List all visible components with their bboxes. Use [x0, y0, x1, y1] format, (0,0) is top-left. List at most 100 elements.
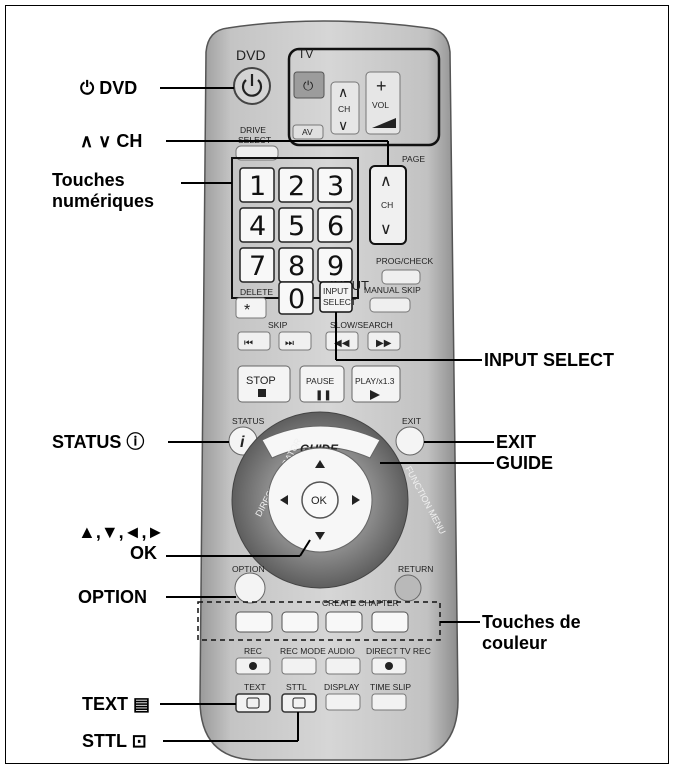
pause-icon: ❚❚ [315, 390, 332, 401]
pause-button[interactable] [299, 365, 345, 403]
return-button[interactable] [394, 574, 422, 602]
slow-search-label: SLOW/SEARCH [330, 320, 393, 330]
exit-button[interactable] [395, 426, 425, 456]
digit-button-6[interactable] [317, 207, 353, 243]
manual-skip-button[interactable] [369, 297, 411, 313]
vol-ramp-icon [372, 118, 396, 128]
yellow-button[interactable] [325, 611, 363, 633]
manual-skip-label: MANUAL SKIP [364, 285, 421, 295]
arrow-left-icon [280, 495, 288, 505]
power-dvd-callout: ⏻ DVD [80, 78, 138, 98]
page-ch-label: CH [381, 200, 393, 210]
page-label: PAGE [402, 154, 425, 164]
slow-back-button[interactable] [325, 331, 359, 351]
digit-label-7: 7 [249, 251, 266, 282]
digit-label-1: 1 [249, 171, 266, 202]
page-down-icon: ∨ [380, 221, 392, 238]
status-callout: STATUS ⓘ [52, 432, 145, 452]
stop-label: STOP [246, 375, 276, 387]
digit-button-3[interactable] [317, 167, 353, 203]
delete-button[interactable] [235, 297, 267, 319]
numeric-callout-line1: Touches [52, 170, 125, 190]
fast-forward-icon: ▶▶ [376, 338, 392, 349]
drive-select-button[interactable] [235, 145, 279, 161]
subtitle-icon [292, 697, 306, 709]
av-button[interactable] [292, 124, 324, 140]
option-button[interactable] [234, 572, 266, 604]
tv-power-button[interactable] [293, 71, 325, 99]
digit-button-1[interactable] [239, 167, 275, 203]
time-slip-button[interactable] [371, 693, 407, 711]
slow-forward-button[interactable] [367, 331, 401, 351]
exit-small-label: EXIT [402, 416, 421, 426]
digit-label-3: 3 [327, 171, 344, 202]
blue-button[interactable] [371, 611, 409, 633]
leader-lines [160, 87, 494, 742]
arrow-right-icon [352, 495, 360, 505]
green-button[interactable] [281, 611, 319, 633]
tv-ch-up-icon: ∧ [338, 84, 348, 100]
arrow-up-icon [315, 460, 325, 468]
digit-label-2: 2 [288, 171, 305, 202]
delete-label: DELETE [240, 287, 273, 297]
input-select-text-1: INPUT [323, 286, 349, 296]
digit-button-4[interactable] [239, 207, 275, 243]
play-button[interactable] [351, 365, 401, 403]
prog-check-button[interactable] [381, 269, 421, 285]
page-up-icon: ∧ [380, 173, 392, 190]
guide-button[interactable] [261, 425, 381, 459]
skip-forward-icon: ⏭ [285, 338, 294, 349]
digit-button-0[interactable] [278, 281, 314, 315]
sttl-small-label: STTL [286, 682, 307, 692]
arrow-down-icon [315, 532, 325, 540]
skip-label: SKIP [268, 320, 288, 330]
digit-button-2[interactable] [278, 167, 314, 203]
digit-button-7[interactable] [239, 247, 275, 283]
skip-back-button[interactable] [237, 331, 271, 351]
dvd-label: DVD [236, 47, 266, 63]
tv-power-icon: ⏻ [303, 78, 313, 93]
stop-icon [258, 389, 266, 397]
color-callout-line2: couleur [482, 633, 548, 653]
tv-vol-rocker[interactable] [365, 71, 401, 135]
rec-mode-label: REC MODE [280, 646, 326, 656]
time-slip-label: TIME SLIP [370, 682, 411, 692]
ok-button[interactable] [301, 481, 339, 519]
text-callout: TEXT ▤ [82, 694, 151, 714]
vol-label: VOL [372, 100, 389, 110]
dvd-power-icon [241, 74, 263, 97]
rec-label: REC [244, 646, 262, 656]
digit-label-5: 5 [288, 211, 305, 242]
ok-callout: OK [130, 543, 157, 563]
digit-label-0: 0 [288, 284, 305, 315]
direct-rec-icon [385, 662, 393, 670]
option-callout: OPTION [78, 587, 148, 607]
digit-label-6: 6 [327, 211, 344, 242]
vol-plus-icon: + [376, 76, 387, 96]
display-button[interactable] [325, 693, 361, 711]
audio-label: AUDIO [328, 646, 355, 656]
av-label: AV [302, 127, 313, 137]
tv-label: TV [298, 47, 313, 61]
audio-button[interactable] [325, 657, 361, 675]
exit-callout: EXIT [496, 432, 537, 452]
tv-ch-rocker[interactable] [330, 81, 360, 135]
prog-check-label: PROG/CHECK [376, 256, 433, 266]
option-small-label: OPTION [232, 564, 265, 574]
text-button[interactable] [235, 693, 271, 713]
stop-button[interactable] [237, 365, 291, 403]
skip-forward-button[interactable] [278, 331, 312, 351]
play-icon [370, 390, 380, 400]
create-chapter-label: CREATE CHAPTER [322, 598, 399, 608]
sttl-callout: STTL ⊡ [82, 731, 147, 751]
diagram-frame [5, 5, 669, 764]
input-select-text-2: SELECT [323, 297, 356, 307]
sttl-button[interactable] [281, 693, 317, 713]
skip-back-icon: ⏮ [244, 338, 253, 349]
ok-small-label: OK [311, 495, 328, 507]
red-button[interactable] [235, 611, 273, 633]
rec-mode-button[interactable] [281, 657, 317, 675]
digit-button-5[interactable] [278, 207, 314, 243]
